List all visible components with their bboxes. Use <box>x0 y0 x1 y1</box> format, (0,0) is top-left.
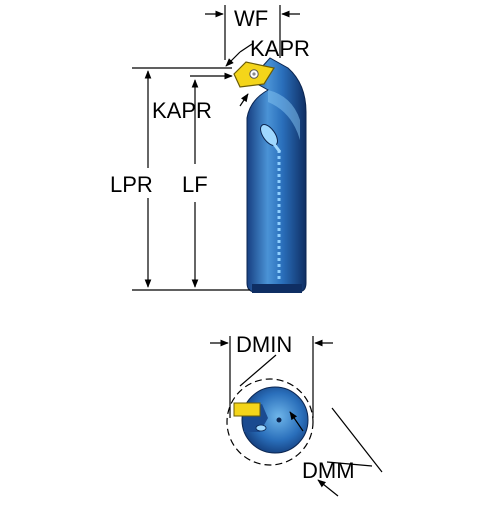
label-dmin: DMIN <box>236 332 292 357</box>
bar-end <box>252 284 302 293</box>
label-dmm: DMM <box>302 458 355 483</box>
end-insert <box>233 402 261 417</box>
end-view <box>226 378 314 466</box>
label-lf: LF <box>182 172 208 197</box>
label-lpr: LPR <box>110 172 153 197</box>
label-kapr-left: KAPR <box>152 98 212 123</box>
label-wf: WF <box>234 6 268 31</box>
label-kapr-top: KAPR <box>250 36 310 61</box>
boring-bar-side-view <box>233 57 307 293</box>
dimension-lines-side <box>132 5 300 291</box>
bore-circle <box>226 378 314 466</box>
dimension-lines-end <box>210 336 383 497</box>
